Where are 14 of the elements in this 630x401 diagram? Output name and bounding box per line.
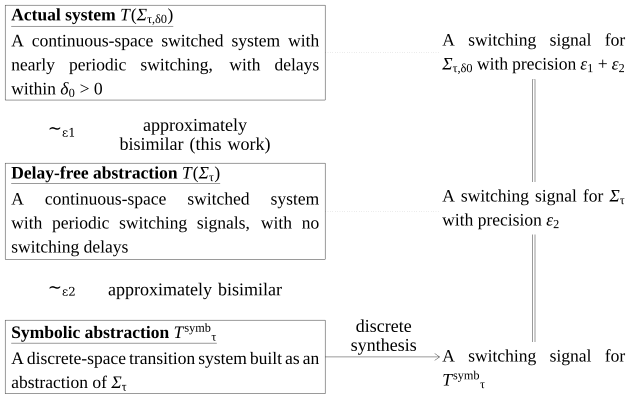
system-box: Delay-free abstraction T(Σ$_{τ}$) A continuous-space switched system with periodic switching signals, with no switching delays: [5, 163, 326, 260]
arrow: [325, 353, 440, 361]
equivalence-symbol: ∼$_{ε2}$: [50, 286, 75, 296]
signal-text: A switching signal for Σ$_{τ}$ with precision ε$_{2}$: [442, 189, 624, 230]
system-box: Actual system T(Σ$_{τ,δ0}$) A continuous-space switched system with nearly periodic switching, with delays within δ$_{0}$ > 0: [5, 5, 326, 100]
system-box: Symbolic abstraction T$^{symb}$τ A discrete-space transition system built as an abstraction of Σ$_{τ}$: [5, 320, 326, 394]
relation-label: approximately bisimilar (this work): [120, 118, 270, 154]
double-line: [532, 234, 536, 342]
relation-label: approximately bisimilar: [108, 282, 282, 300]
signal-text: A switching signal for Σ$_{τ,δ0}$ with precision ε$_{1}$ + ε$_{2}$: [442, 33, 626, 74]
signal-text: A switching signal for T$^{symb}$τ: [442, 349, 626, 388]
equivalence-symbol: ∼$_{ε1}$: [50, 127, 74, 137]
double-line: [532, 79, 536, 182]
edge-label: discrete synthesis: [338, 318, 430, 356]
